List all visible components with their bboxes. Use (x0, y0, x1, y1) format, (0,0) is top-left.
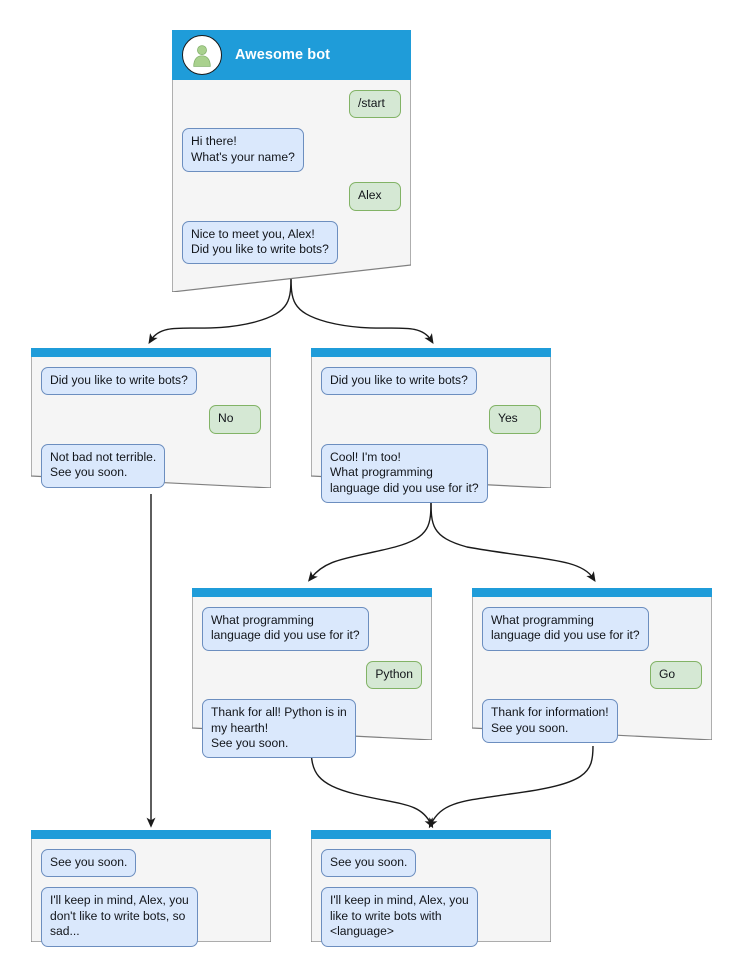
message-row: What programming language did you use fo… (482, 607, 702, 651)
bot-message-bubble[interactable]: See you soon. (321, 849, 417, 878)
message-row: Nice to meet you, Alex! Did you like to … (182, 220, 401, 265)
bot-message-bubble[interactable]: I'll keep in mind, Alex, you don't like … (41, 887, 198, 947)
message-row: Thank for information! See you soon. (482, 699, 702, 744)
message-row: No (41, 405, 261, 434)
bot-message-bubble[interactable]: Did you like to write bots? (41, 367, 197, 396)
card-header-bar (311, 348, 551, 357)
message-row: Did you like to write bots? (41, 367, 261, 396)
bot-title-label: Awesome bot (235, 47, 331, 63)
message-row: See you soon. (41, 849, 261, 878)
message-list: What programming language did you use fo… (472, 597, 712, 744)
card-header-bar (472, 588, 712, 597)
message-list: /start Hi there! What's your name? Alex … (172, 80, 411, 265)
message-row: Did you like to write bots? (321, 367, 541, 396)
connector-go-to-end-happy (428, 745, 594, 829)
chat-card-end-happy[interactable]: See you soon. I'll keep in mind, Alex, y… (311, 830, 551, 947)
user-message-bubble[interactable]: Yes (489, 405, 541, 434)
message-row: See you soon. (321, 849, 541, 878)
message-list: What programming language did you use fo… (192, 597, 432, 759)
card-header-bar (192, 588, 432, 597)
message-row: Hi there! What's your name? (182, 128, 401, 173)
message-row: Yes (321, 405, 541, 434)
card-header-bar (31, 348, 271, 357)
chat-card-answer-yes[interactable]: Did you like to write bots? Yes Cool! I'… (311, 348, 551, 504)
message-row: /start (182, 90, 401, 119)
bot-message-bubble[interactable]: Nice to meet you, Alex! Did you like to … (182, 220, 338, 265)
card-header-bar (311, 830, 551, 839)
message-row: Go (482, 660, 702, 690)
chat-card-answer-no[interactable]: Did you like to write bots? No Not bad n… (31, 348, 271, 488)
message-list: Did you like to write bots? No Not bad n… (31, 357, 271, 488)
user-message-bubble[interactable]: Alex (349, 182, 401, 211)
card-header-bar (31, 830, 271, 839)
bot-message-bubble[interactable]: Thank for all! Python is in my hearth! S… (202, 699, 356, 759)
card-header-bot-title: Awesome bot (172, 30, 411, 80)
bot-message-bubble[interactable]: Cool! I'm too! What programming language… (321, 443, 488, 504)
bot-message-bubble[interactable]: See you soon. (41, 849, 137, 878)
message-row: Thank for all! Python is in my hearth! S… (202, 699, 422, 759)
user-message-bubble[interactable]: Python (366, 660, 422, 690)
user-message-bubble[interactable]: Go (650, 660, 702, 690)
message-row: I'll keep in mind, Alex, you like to wri… (321, 887, 541, 947)
bot-message-bubble[interactable]: Hi there! What's your name? (182, 128, 304, 173)
message-row: Cool! I'm too! What programming language… (321, 443, 541, 504)
bot-message-bubble[interactable]: Thank for information! See you soon. (482, 699, 618, 744)
message-list: See you soon. I'll keep in mind, Alex, y… (311, 839, 551, 947)
bot-message-bubble[interactable]: Not bad not terrible. See you soon. (41, 443, 166, 488)
bot-message-bubble[interactable]: Did you like to write bots? (321, 367, 477, 396)
message-row: What programming language did you use fo… (202, 607, 422, 651)
message-list: Did you like to write bots? Yes Cool! I'… (311, 357, 551, 504)
person-avatar-icon (182, 35, 222, 75)
message-row: I'll keep in mind, Alex, you don't like … (41, 887, 261, 947)
bot-message-bubble[interactable]: What programming language did you use fo… (482, 607, 649, 651)
message-row: Python (202, 660, 422, 690)
message-row: Not bad not terrible. See you soon. (41, 443, 261, 488)
chat-card-lang-python[interactable]: What programming language did you use fo… (192, 588, 432, 759)
chat-card-end-sad[interactable]: See you soon. I'll keep in mind, Alex, y… (31, 830, 271, 947)
chat-card-lang-go[interactable]: What programming language did you use fo… (472, 588, 712, 744)
message-list: See you soon. I'll keep in mind, Alex, y… (31, 839, 271, 947)
chat-card-start[interactable]: Awesome bot /start Hi there! What's your… (172, 30, 411, 292)
bot-message-bubble[interactable]: What programming language did you use fo… (202, 607, 369, 651)
user-message-bubble[interactable]: /start (349, 90, 401, 119)
message-row: Alex (182, 182, 401, 211)
user-message-bubble[interactable]: No (209, 405, 261, 434)
bot-message-bubble[interactable]: I'll keep in mind, Alex, you like to wri… (321, 887, 478, 947)
